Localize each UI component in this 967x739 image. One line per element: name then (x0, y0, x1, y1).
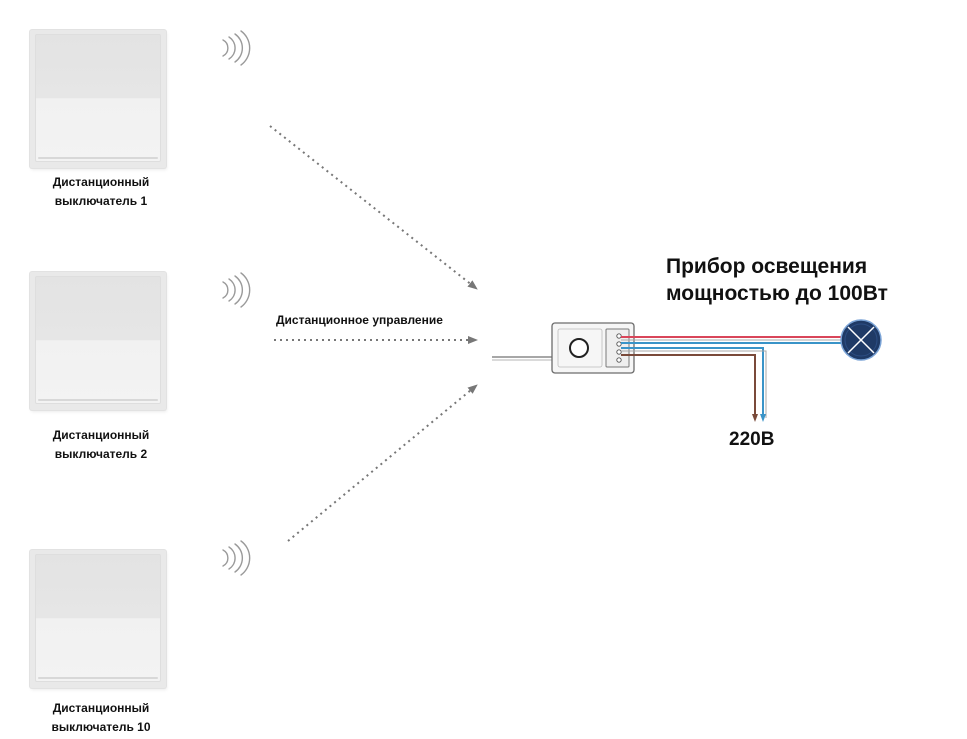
brown-wire-supply (621, 354, 756, 418)
lighting-device-label-line2: мощностью до 100Вт (666, 282, 888, 305)
switch-2-label-line1: Дистанционный (52, 428, 150, 442)
switch-10-label-line2: выключатель 10 (51, 720, 151, 734)
switch-2-label-line2: выключатель 2 (54, 447, 148, 461)
switch-2-label: Дистанционный выключатель 2 (1, 426, 201, 464)
signal-arrow-10 (287, 384, 478, 542)
neutral-wire-supply (621, 347, 767, 418)
supply-wire-ends (752, 414, 766, 422)
wifi-signal-icon (222, 272, 251, 308)
voltage-label: 220В (729, 429, 775, 450)
receiver-module-icon (492, 322, 635, 374)
wifi-signal-icon (222, 540, 251, 576)
lighting-device-label-line1: Прибор освещения (666, 255, 868, 278)
remote-control-label: Дистанционное управление (276, 313, 443, 327)
switch-icon (35, 276, 161, 404)
signal-arrow-1 (269, 125, 478, 290)
switch-10-label-line1: Дистанционный (52, 701, 150, 715)
switch-1-label-line1: Дистанционный (52, 175, 150, 189)
switch-icon (35, 34, 161, 162)
switch-10-label: Дистанционный выключатель 10 (1, 699, 201, 737)
remote-switch-1 (30, 30, 166, 168)
remote-switch-2 (30, 272, 166, 410)
switch-icon (35, 554, 161, 682)
switch-1-label-line2: выключатель 1 (54, 194, 148, 208)
remote-switch-10 (30, 550, 166, 688)
wifi-signal-icon (222, 30, 251, 66)
switch-1-label: Дистанционный выключатель 1 (1, 173, 201, 211)
lamp-icon (840, 319, 882, 361)
phase-wire (621, 336, 842, 341)
lighting-device-label: Прибор освещения мощностью до 100Вт (666, 253, 888, 307)
